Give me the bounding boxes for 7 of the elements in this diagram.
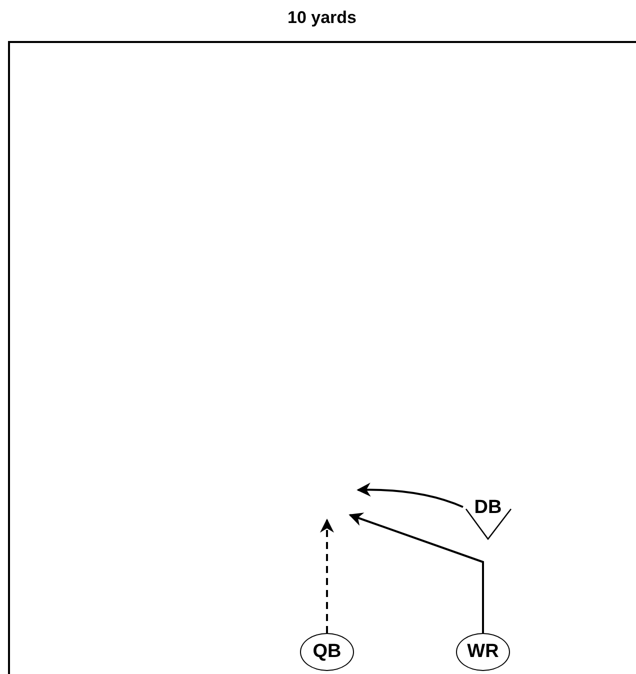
dashed-route-arrow [320, 518, 334, 633]
dimension-label: 10 yards [288, 8, 356, 28]
route-arrow [348, 512, 484, 633]
route-arrow [356, 482, 464, 508]
player-oval: WR [456, 633, 510, 671]
player-oval: QB [300, 633, 354, 671]
player-label: DB [468, 494, 508, 522]
